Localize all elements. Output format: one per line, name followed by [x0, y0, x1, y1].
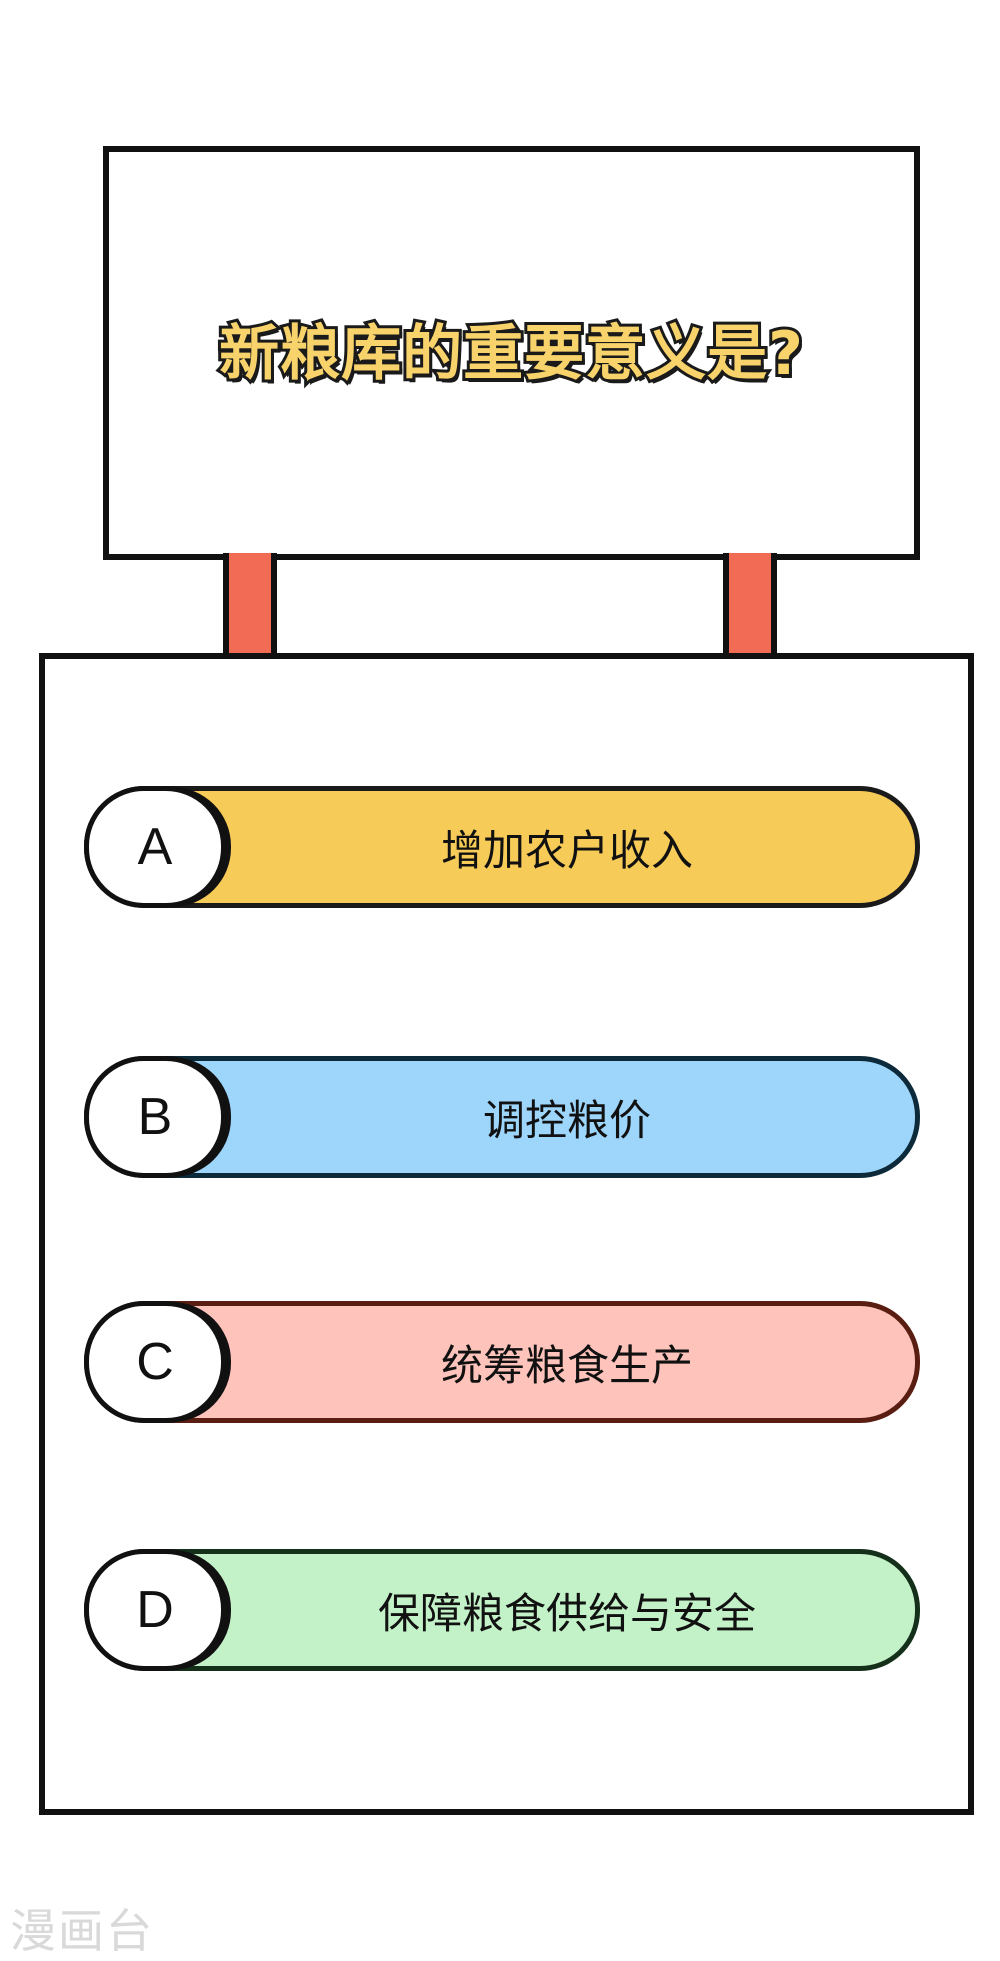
option-c-letter: C: [84, 1301, 226, 1423]
option-d-text: 保障粮食供给与安全: [377, 1588, 756, 1638]
sign-post-right: [723, 553, 777, 657]
option-a-button[interactable]: A 增加农户收入: [84, 786, 920, 908]
option-b-button[interactable]: B 调控粮价: [84, 1056, 920, 1178]
watermark-logo: 漫画台: [10, 1904, 154, 1958]
option-a-letter: A: [84, 786, 226, 908]
option-d-button[interactable]: D 保障粮食供给与安全: [84, 1549, 920, 1671]
option-c-text: 统筹粮食生产: [440, 1340, 693, 1390]
option-b-text: 调控粮价: [482, 1095, 651, 1145]
option-c-button[interactable]: C 统筹粮食生产: [84, 1301, 920, 1423]
option-d-letter: D: [84, 1549, 226, 1671]
question-text: 新粮库的重要意义是?: [216, 316, 806, 392]
sign-post-left: [223, 553, 277, 657]
option-b-letter: B: [84, 1056, 226, 1178]
option-a-text: 增加农户收入: [440, 825, 693, 875]
question-sign-board: 新粮库的重要意义是?: [103, 146, 920, 560]
